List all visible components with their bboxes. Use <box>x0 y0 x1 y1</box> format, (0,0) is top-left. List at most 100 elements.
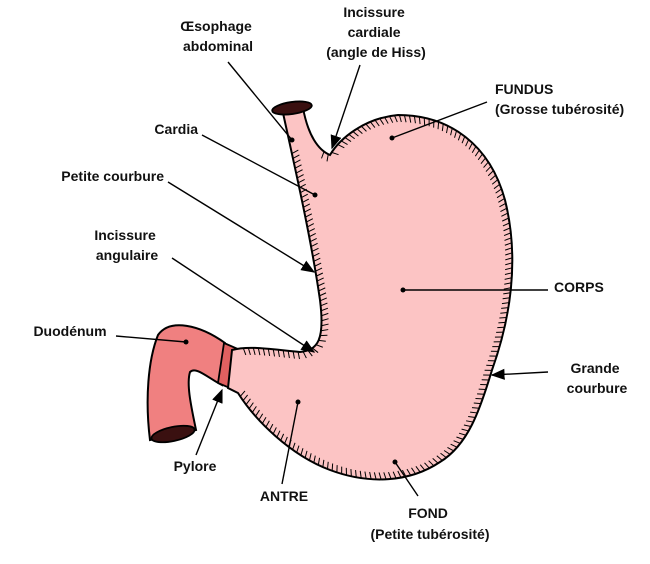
hatch-mark <box>344 137 352 142</box>
hatch-mark <box>468 142 473 150</box>
hatch-mark <box>463 424 472 428</box>
hatch-mark <box>272 427 277 435</box>
hatch-mark <box>493 183 501 190</box>
hatch-mark <box>318 287 326 292</box>
hatch-mark <box>505 257 513 261</box>
leader-incisure-angulaire <box>171 257 316 353</box>
hatch-mark <box>292 154 300 159</box>
label-pylore: Pylore <box>174 458 217 474</box>
leader-duodenum <box>115 335 187 343</box>
hatch-mark <box>392 471 397 479</box>
hatch-mark <box>326 154 329 162</box>
hatch-mark <box>500 312 508 314</box>
hatch-mark <box>291 149 299 154</box>
leader-incisure-cardiale <box>330 64 361 150</box>
hatch-mark <box>265 420 270 428</box>
label-petite-courbure: Petite courbure <box>61 168 164 184</box>
hatch-mark <box>261 417 267 424</box>
hatch-mark <box>502 222 510 227</box>
hatch-mark <box>292 442 296 450</box>
hatch-mark <box>239 390 246 397</box>
hatch-mark <box>242 394 249 401</box>
hatch-mark <box>316 277 324 282</box>
hatch-mark <box>503 292 511 295</box>
hatch-mark <box>456 436 464 440</box>
hatch-mark <box>296 174 304 179</box>
hatch-mark <box>471 146 477 153</box>
hatch-mark <box>502 297 510 300</box>
hatch-mark <box>341 140 348 146</box>
hatch-mark <box>269 423 274 431</box>
hatch-mark <box>498 321 506 324</box>
hatch-mark <box>361 125 367 132</box>
hatch-mark <box>298 178 305 184</box>
label-corps: CORPS <box>554 279 604 295</box>
hatch-mark <box>457 133 462 141</box>
esophagus-lumen <box>271 100 313 116</box>
hatch-mark <box>474 149 480 157</box>
hatch-mark <box>296 445 300 453</box>
hatch-mark <box>272 349 276 357</box>
hatch-mark <box>499 202 507 208</box>
hatch-mark <box>503 227 511 232</box>
hatch-mark <box>499 316 507 319</box>
hatch-mark <box>473 402 482 405</box>
leader-antre <box>281 401 299 485</box>
hatch-mark <box>441 123 444 132</box>
leader-fond <box>394 461 419 497</box>
hatch-mark <box>331 151 339 156</box>
hatch-mark <box>321 312 329 317</box>
hatch-mark <box>401 469 407 477</box>
hatch-mark <box>453 440 461 444</box>
hatch-mark <box>284 436 288 444</box>
hatch-mark <box>304 208 312 213</box>
hatch-mark <box>373 472 377 480</box>
hatch-mark <box>483 161 489 168</box>
label-oesophage: Œsophage abdominal <box>180 18 255 54</box>
hatch-mark <box>251 406 257 413</box>
leader-oesophage <box>227 61 293 141</box>
hatch-mark <box>301 193 309 198</box>
hatch-mark <box>501 302 510 305</box>
hatch-mark <box>316 272 324 277</box>
hatch-mark <box>293 159 301 164</box>
hatch-mark <box>314 262 322 267</box>
hatch-mark <box>491 179 499 185</box>
hatch-mark <box>447 447 455 452</box>
hatch-mark <box>306 218 314 223</box>
hatch-mark <box>364 471 367 479</box>
hatch-mark <box>504 277 512 280</box>
hatch-mark <box>319 292 327 297</box>
hatch-mark <box>489 174 497 181</box>
hatch-mark <box>318 339 326 342</box>
hatch-mark <box>440 452 447 459</box>
hatch-mark <box>319 297 327 302</box>
hatch-mark <box>308 228 315 233</box>
hatch-mark <box>461 136 466 144</box>
hatch-mark <box>379 118 385 125</box>
hatch-mark <box>418 116 421 125</box>
leader-fundus <box>391 101 488 139</box>
hatch-mark <box>383 472 387 480</box>
leader-grande-courbure <box>490 368 549 380</box>
hatch-mark <box>500 207 508 213</box>
hatch-mark <box>348 133 355 140</box>
hatch-mark <box>468 415 476 419</box>
hatch-mark <box>446 125 449 134</box>
hatch-mark <box>393 115 398 123</box>
hatch-mark <box>504 242 512 246</box>
hatch-mark <box>295 169 303 174</box>
hatch-mark <box>297 351 301 360</box>
hatch-mark <box>480 157 486 164</box>
hatch-mark <box>308 453 312 461</box>
hatch-mark <box>501 212 509 217</box>
hatch-mark <box>403 115 407 123</box>
hatch-mark <box>436 455 443 461</box>
hatch-mark <box>432 458 439 464</box>
hatch-mark <box>466 420 474 423</box>
hatch-mark <box>311 247 319 252</box>
hatch-mark <box>252 347 256 356</box>
hatch-mark <box>504 282 512 285</box>
hatch-mark <box>505 252 513 256</box>
label-fond: FOND (Petite tubérosité) <box>370 505 489 542</box>
